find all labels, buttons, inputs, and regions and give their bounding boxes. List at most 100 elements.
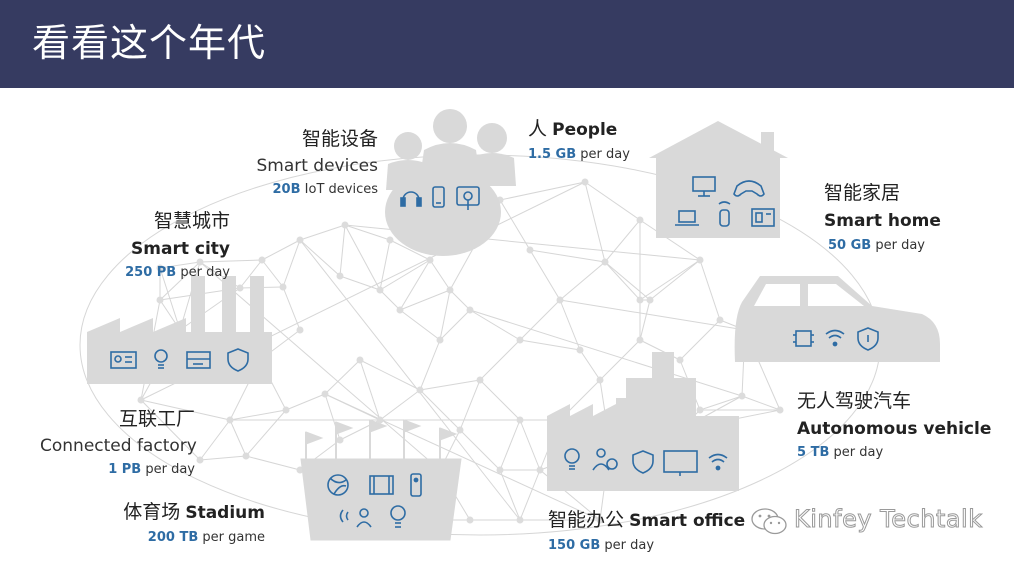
network-node xyxy=(242,452,250,460)
network-node xyxy=(596,516,604,524)
network-node xyxy=(596,376,604,384)
smart-home-unit: per day xyxy=(875,238,925,253)
smart-city-cn: 智慧城市 xyxy=(153,210,230,232)
stadium-en: Stadium xyxy=(185,503,265,523)
smart-office-unit: per day xyxy=(604,538,655,553)
network-node xyxy=(516,416,524,424)
stadium-silhouette xyxy=(300,419,462,541)
autonomous-vehicle-cn: 无人驾驶汽车 xyxy=(797,390,912,412)
office-silhouette xyxy=(547,352,739,491)
network-node xyxy=(436,336,444,344)
network-node xyxy=(696,256,704,264)
network-node xyxy=(156,264,164,272)
screen-icon xyxy=(369,475,394,495)
laptop-icon xyxy=(675,210,699,226)
network-node xyxy=(336,272,344,280)
network-node xyxy=(636,336,644,344)
stadium-value: 200 TB xyxy=(147,530,199,545)
network-node xyxy=(258,256,266,264)
network-node xyxy=(636,216,644,224)
speaker-icon xyxy=(718,201,731,227)
network-node xyxy=(496,466,504,474)
network-node xyxy=(466,516,474,524)
smart-office-icons xyxy=(564,448,728,476)
smart-office-cn: 智能办公 xyxy=(548,509,625,531)
people-value: 1.5 GB xyxy=(528,147,577,162)
phone-icon xyxy=(432,186,445,208)
network-node xyxy=(356,356,364,364)
network-node xyxy=(396,306,404,314)
wifi-icon xyxy=(708,453,728,471)
stadium-label: 体育场 Stadium 200 TB per game xyxy=(110,497,265,545)
network-lines xyxy=(79,154,881,536)
smart-devices-label: 智能设备 Smart devices 20B IoT devices xyxy=(232,124,378,197)
bulb-icon xyxy=(390,505,406,528)
gamepad-icon xyxy=(733,180,765,197)
smart-city-stat: 250 PB per day xyxy=(110,265,230,280)
network-node xyxy=(376,416,384,424)
network-node xyxy=(196,258,204,266)
autonomous-vehicle-value: 5 TB xyxy=(797,445,830,460)
smart-city-icons xyxy=(110,348,249,372)
network-node xyxy=(336,436,344,444)
network-node xyxy=(556,296,564,304)
connected-factory-stat: 1 PB per day xyxy=(40,462,195,477)
id-card-icon xyxy=(110,351,137,369)
shield-icon xyxy=(227,348,249,372)
network-node xyxy=(386,236,394,244)
network-node xyxy=(416,386,424,394)
network-diagram xyxy=(79,109,940,541)
connected-factory-label: 互联工厂 Connected factory 1 PB per day xyxy=(40,404,197,477)
network-node xyxy=(776,406,784,414)
network-node xyxy=(321,390,329,398)
smart-office-en: Smart office xyxy=(629,511,746,531)
network-node xyxy=(426,256,434,264)
network-node xyxy=(646,296,654,304)
network-node xyxy=(696,406,704,414)
network-node xyxy=(446,286,454,294)
bulb-icon xyxy=(564,448,580,470)
network-node xyxy=(466,306,474,314)
network-node xyxy=(156,296,164,304)
smart-devices-en: Smart devices xyxy=(256,156,378,176)
ball-icon xyxy=(327,474,349,496)
network-node xyxy=(226,416,234,424)
smart-home-cn: 智能家居 xyxy=(824,182,901,204)
stadium-cn: 体育场 xyxy=(123,501,181,523)
shield-icon xyxy=(632,450,654,474)
network-node xyxy=(296,236,304,244)
smart-home-label: 智能家居 Smart home 50 GB per day xyxy=(824,178,941,253)
smart-city-value: 250 PB xyxy=(125,265,177,280)
autonomous-vehicle-en: Autonomous vehicle xyxy=(797,419,992,439)
network-node xyxy=(516,336,524,344)
network-node xyxy=(576,346,584,354)
smart-office-value: 150 GB xyxy=(548,538,601,553)
network-node xyxy=(581,178,589,186)
network-node xyxy=(536,466,544,474)
connected-factory-value: 1 PB xyxy=(108,462,142,477)
desktop-icon xyxy=(663,450,698,476)
network-nodes xyxy=(137,178,784,524)
smart-city-unit: per day xyxy=(180,265,230,280)
network-node xyxy=(676,356,684,364)
users-icon xyxy=(592,448,618,471)
network-node xyxy=(526,246,534,254)
people-stat: 1.5 GB per day xyxy=(528,147,630,162)
wifi-icon xyxy=(825,329,845,347)
network-node xyxy=(282,406,290,414)
smart-home-stat: 50 GB per day xyxy=(824,238,941,253)
network-node xyxy=(636,296,644,304)
network-node xyxy=(236,284,244,292)
headphones-icon xyxy=(400,191,422,207)
smart-devices-icons xyxy=(400,186,480,210)
people-silhouette xyxy=(385,109,516,256)
sign-icon xyxy=(186,351,211,369)
network-node xyxy=(716,316,724,324)
smart-home-value: 50 GB xyxy=(828,238,872,253)
connected-factory-unit: per day xyxy=(145,462,195,477)
smart-home-icons xyxy=(675,176,775,227)
title-bar: 看看这个年代 xyxy=(0,0,1014,88)
autonomous-vehicle-label: 无人驾驶汽车 Autonomous vehicle 5 TB per day xyxy=(797,386,991,460)
network-node xyxy=(196,456,204,464)
stadium-stat: 200 TB per game xyxy=(110,530,265,545)
